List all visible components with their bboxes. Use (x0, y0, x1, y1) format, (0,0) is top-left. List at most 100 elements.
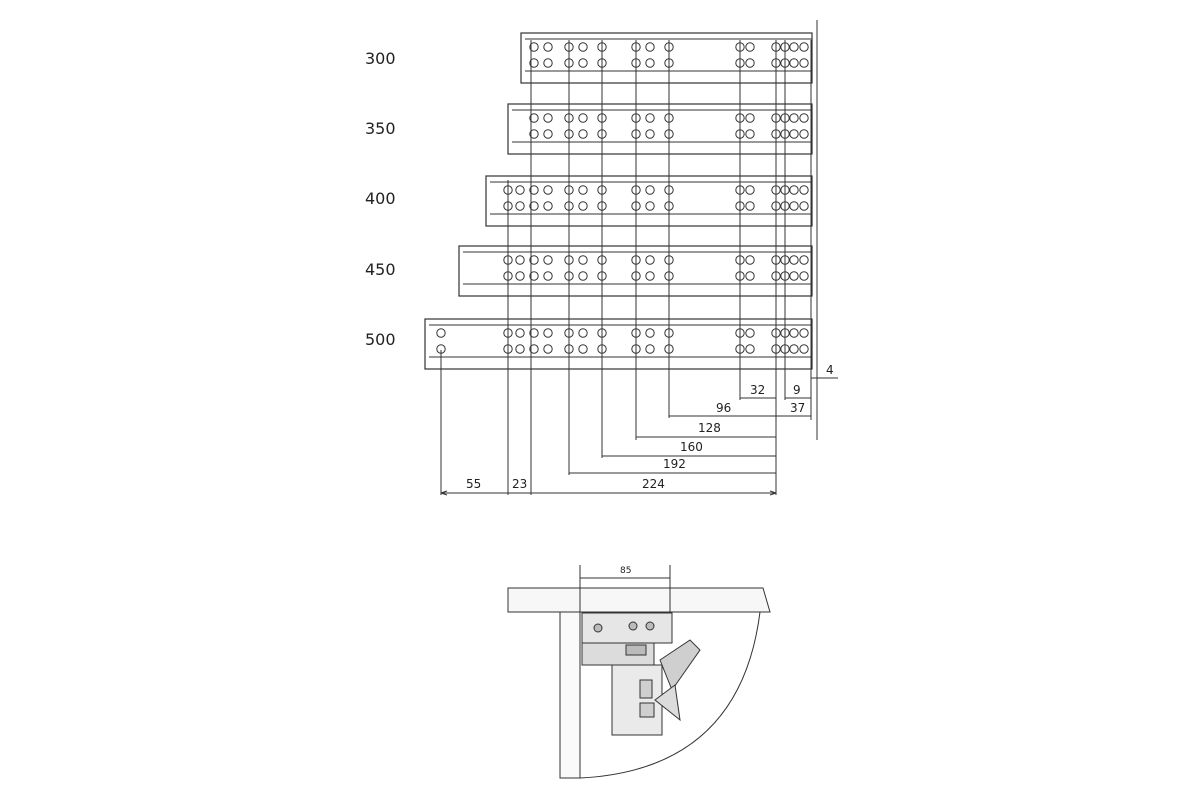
mounting-hole (543, 255, 553, 265)
mounting-hole (515, 271, 525, 281)
mounting-hole (789, 328, 799, 338)
dimension-224: 224 (642, 477, 665, 491)
mounting-hole (789, 129, 799, 139)
mounting-hole (515, 255, 525, 265)
mounting-hole (578, 271, 588, 281)
mounting-hole (515, 344, 525, 354)
mounting-hole (745, 185, 755, 195)
mounting-hole (799, 328, 809, 338)
mounting-hole (578, 344, 588, 354)
mounting-hole (543, 129, 553, 139)
mounting-hole (799, 42, 809, 52)
rail-length-label: 500 (365, 330, 396, 349)
mounting-hole (789, 58, 799, 68)
mounting-hole (543, 113, 553, 123)
mounting-hole (529, 255, 539, 265)
dimension-9: 9 (793, 383, 801, 397)
mounting-hole (789, 185, 799, 195)
mounting-hole (789, 113, 799, 123)
mounting-hole (578, 129, 588, 139)
mounting-hole (436, 328, 446, 338)
mounting-hole (578, 58, 588, 68)
rail-body (507, 103, 813, 155)
mounting-hole (515, 328, 525, 338)
mounting-hole (745, 58, 755, 68)
mounting-hole (645, 328, 655, 338)
mounting-hole (515, 185, 525, 195)
mounting-hole (515, 201, 525, 211)
mounting-hole (799, 58, 809, 68)
rail-body (424, 318, 813, 370)
mounting-hole (578, 255, 588, 265)
mounting-hole (789, 255, 799, 265)
mounting-hole (745, 328, 755, 338)
mounting-hole (645, 58, 655, 68)
dimension-85: 85 (620, 566, 631, 576)
mounting-hole (543, 201, 553, 211)
mounting-hole (578, 201, 588, 211)
mounting-hole (645, 113, 655, 123)
mounting-hole (578, 42, 588, 52)
mounting-hole (529, 42, 539, 52)
mounting-hole (799, 271, 809, 281)
mounting-hole (529, 185, 539, 195)
mounting-hole (578, 113, 588, 123)
mounting-hole (529, 113, 539, 123)
mounting-hole (745, 113, 755, 123)
mounting-hole (529, 129, 539, 139)
mounting-hole (645, 201, 655, 211)
rail-body (485, 175, 813, 227)
mounting-hole (799, 255, 809, 265)
dimension-23: 23 (512, 477, 527, 491)
dimension-160: 160 (680, 440, 703, 454)
mounting-hole (789, 42, 799, 52)
dimension-32: 32 (750, 383, 765, 397)
mounting-hole (799, 201, 809, 211)
mounting-hole (529, 58, 539, 68)
dimension-lines: 32 9 4 96 37 128 160 192 55 23 224 (440, 363, 838, 496)
mounting-hole (799, 113, 809, 123)
mounting-hole (543, 42, 553, 52)
mounting-hole (745, 255, 755, 265)
mounting-hole (645, 42, 655, 52)
mounting-hole (799, 344, 809, 354)
dimension-55: 55 (466, 477, 481, 491)
dimension-128: 128 (698, 421, 721, 435)
mounting-hole (789, 344, 799, 354)
mounting-hole (789, 271, 799, 281)
rail-length-label: 400 (365, 189, 396, 208)
dimension-96: 96 (716, 401, 731, 415)
mounting-hole (745, 201, 755, 211)
mounting-hole (543, 344, 553, 354)
rail-length-label: 350 (365, 119, 396, 138)
mounting-hole (745, 42, 755, 52)
mounting-hole (645, 344, 655, 354)
mounting-hole (543, 185, 553, 195)
mounting-hole (789, 201, 799, 211)
mounting-hole (745, 271, 755, 281)
rail-length-label: 450 (365, 260, 396, 279)
mounting-hole (543, 271, 553, 281)
mounting-hole (529, 271, 539, 281)
dimension-192: 192 (663, 457, 686, 471)
rail-group (424, 32, 813, 370)
mounting-hole (745, 129, 755, 139)
mounting-hole (529, 328, 539, 338)
mounting-hole (645, 255, 655, 265)
mounting-hole (578, 328, 588, 338)
mounting-hole (799, 185, 809, 195)
dimension-37: 37 (790, 401, 805, 415)
mounting-hole (799, 129, 809, 139)
dimension-4: 4 (826, 363, 834, 377)
mounting-hole (645, 129, 655, 139)
mounting-hole (645, 271, 655, 281)
mounting-hole (529, 344, 539, 354)
mounting-hole (578, 185, 588, 195)
rail-body (520, 32, 813, 84)
mounting-hole (645, 185, 655, 195)
projection-lines (440, 40, 812, 495)
mounting-hole (529, 201, 539, 211)
mounting-hole (745, 344, 755, 354)
mounting-hole (543, 58, 553, 68)
